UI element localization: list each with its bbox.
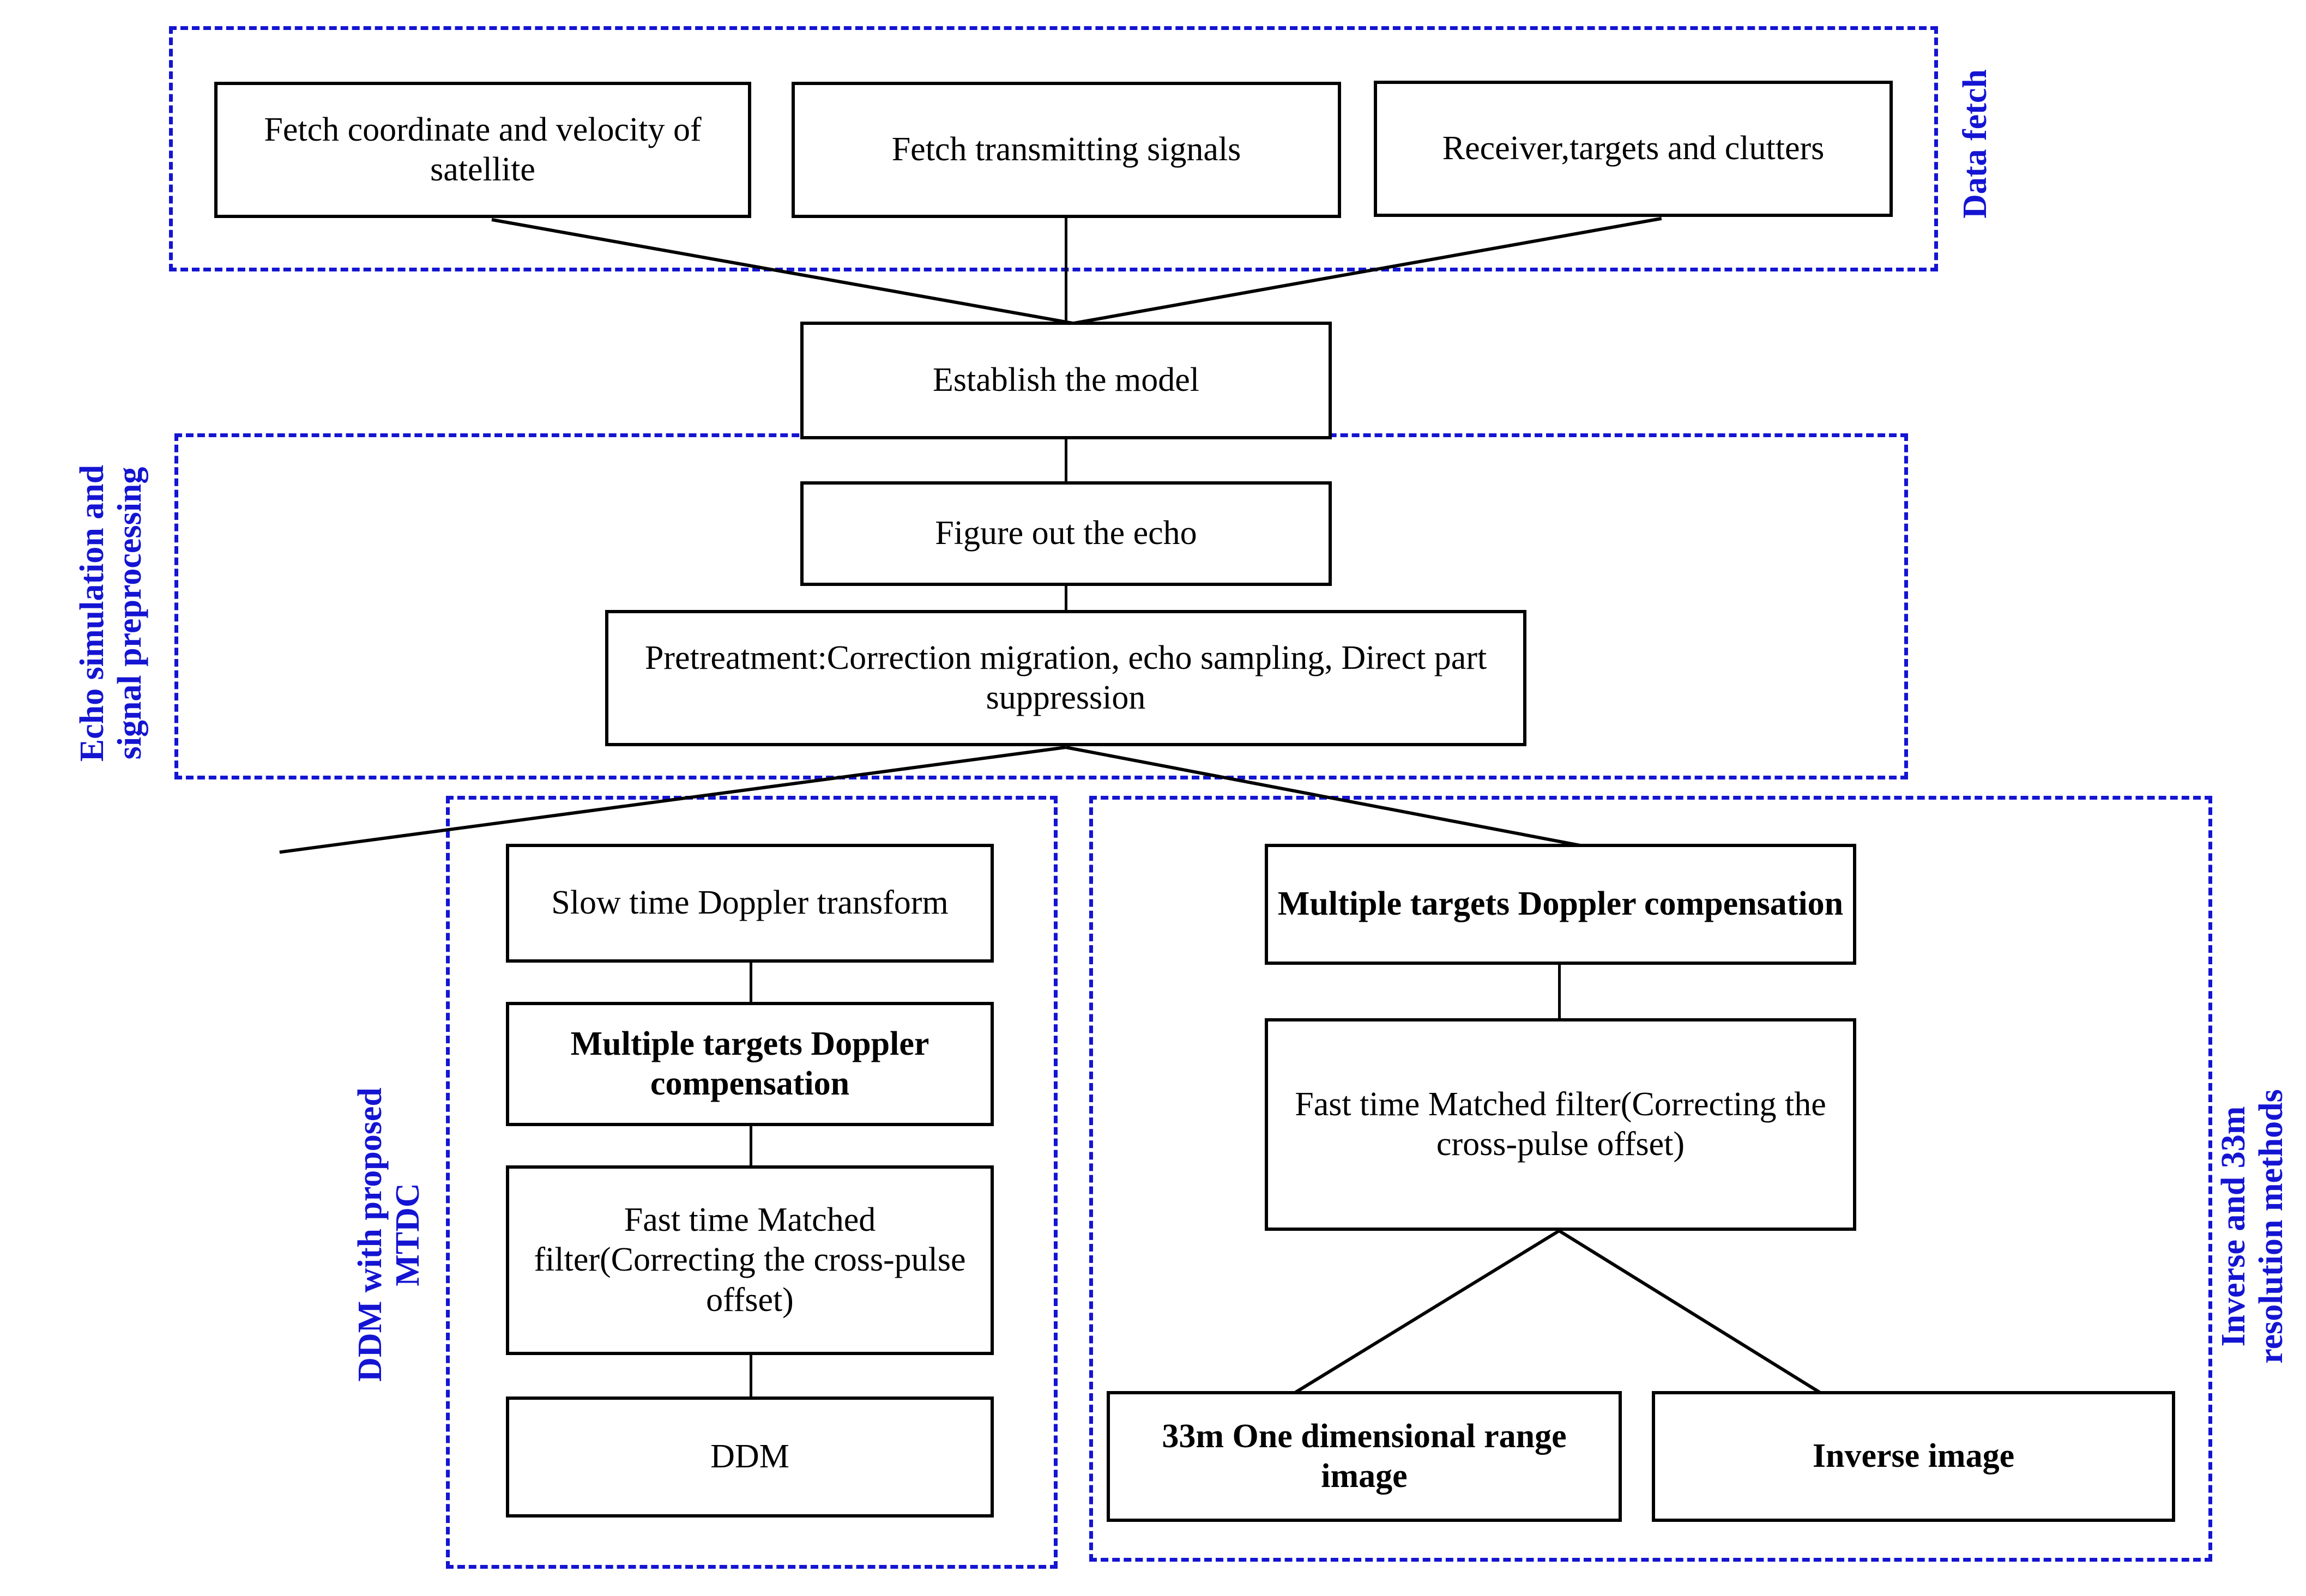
node-multiple-targets-doppler-compensation-left[interactable]: Multiple targets Doppler compensation xyxy=(506,1002,994,1126)
edge-n11-n12 xyxy=(1558,964,1561,1018)
node-figure-out-the-echo[interactable]: Figure out the echo xyxy=(800,481,1332,586)
group-frame-data-fetch xyxy=(169,26,1938,271)
node-33m-one-dimensional-range-image[interactable]: 33m One dimensional range image xyxy=(1107,1391,1622,1522)
node-label: 33m One dimensional range image xyxy=(1162,1417,1567,1495)
node-slow-time-doppler-transform[interactable]: Slow time Doppler transform xyxy=(506,844,994,963)
node-fast-time-matched-filter-left[interactable]: Fast time Matched filter(Correcting the … xyxy=(506,1165,994,1355)
node-label: Multiple targets Doppler compensation xyxy=(570,1025,929,1102)
edge-n4-n5 xyxy=(1065,439,1067,481)
node-label: Receiver,targets and clutters xyxy=(1442,130,1825,167)
edge-n2-n4 xyxy=(1065,217,1067,323)
node-pretreatment[interactable]: Pretreatment:Correction migration, echo … xyxy=(605,610,1526,746)
node-label: Pretreatment:Correction migration, echo … xyxy=(644,639,1487,716)
node-fetch-transmitting-signals[interactable]: Fetch transmitting signals xyxy=(792,82,1341,218)
node-label: Fetch transmitting signals xyxy=(891,131,1241,168)
node-label: Slow time Doppler transform xyxy=(551,884,949,922)
node-label: Fetch coordinate and velocity of satelli… xyxy=(264,111,702,188)
group-label-data-fetch: Data fetch xyxy=(1957,69,1994,219)
node-establish-the-model[interactable]: Establish the model xyxy=(800,322,1332,439)
node-label: Inverse image xyxy=(1812,1437,2015,1475)
node-label: Establish the model xyxy=(932,361,1200,399)
group-label-ddm-mtdc: DDM with proposed MTDC xyxy=(352,1087,427,1382)
group-label-echo-simulation: Echo simulation and signal preprocessing xyxy=(74,464,149,762)
group-frame-ddm-mtdc xyxy=(446,796,1058,1569)
group-frame-inverse-33m xyxy=(1089,796,2212,1562)
node-label: Fast time Matched filter(Correcting the … xyxy=(534,1201,966,1319)
group-label-inverse-33m: Inverse and 33m resolution methods xyxy=(2215,1089,2290,1364)
edge-n8-n9 xyxy=(750,1126,752,1165)
node-multiple-targets-doppler-compensation-right[interactable]: Multiple targets Doppler compensation xyxy=(1265,844,1856,965)
node-receiver-targets-clutters[interactable]: Receiver,targets and clutters xyxy=(1374,81,1893,217)
edge-n5-n6 xyxy=(1065,586,1067,610)
node-fast-time-matched-filter-right[interactable]: Fast time Matched filter(Correcting the … xyxy=(1265,1018,1856,1231)
node-label: Figure out the echo xyxy=(935,515,1197,552)
node-fetch-coordinate-velocity[interactable]: Fetch coordinate and velocity of satelli… xyxy=(214,82,751,218)
node-label: Fast time Matched filter(Correcting the … xyxy=(1295,1085,1826,1163)
node-label: DDM xyxy=(710,1438,789,1476)
edge-n7-n8 xyxy=(750,962,752,1002)
node-label: Multiple targets Doppler compensation xyxy=(1277,885,1844,923)
edge-n9-n10 xyxy=(750,1355,752,1397)
node-inverse-image[interactable]: Inverse image xyxy=(1652,1391,2175,1522)
node-ddm[interactable]: DDM xyxy=(506,1396,994,1518)
